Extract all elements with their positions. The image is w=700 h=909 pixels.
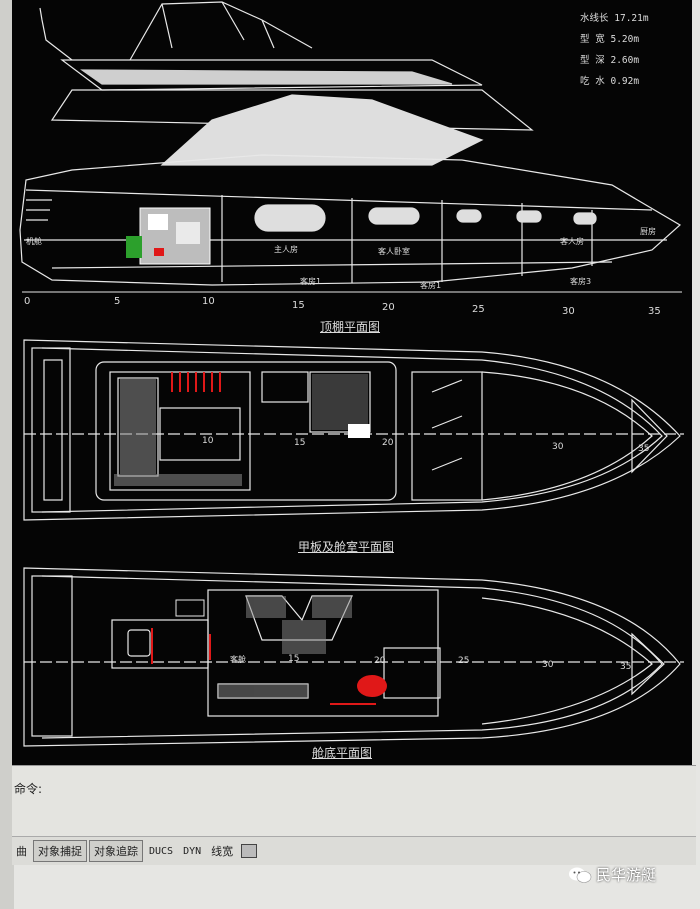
status-toggle-dyn[interactable]: DYN <box>183 845 202 857</box>
command-line-area[interactable]: 命令: <box>12 765 696 836</box>
radar-arch <box>129 1 313 61</box>
status-toggle-otrack[interactable]: 对象追踪 <box>89 840 143 862</box>
engine-block <box>126 207 211 265</box>
mast <box>39 7 73 61</box>
command-prompt: 命令: <box>14 782 43 796</box>
watermark-text: 民华游艇 <box>596 866 657 884</box>
hull-profile <box>19 154 682 286</box>
porthole-1 <box>254 204 326 232</box>
watermark: 民华游艇 <box>568 864 656 885</box>
status-toggle-ducs[interactable]: DUCS <box>149 845 174 857</box>
deck-hull-outline <box>23 339 681 521</box>
monitor-bezel <box>0 0 14 909</box>
porthole-4 <box>516 210 542 223</box>
cad-drawing-canvas[interactable]: 水线长 17.21m 型 宽 5.20m 型 深 2.60m 吃 水 0.92m… <box>12 0 692 765</box>
spec-row: 型 宽 5.20m <box>580 34 640 45</box>
flybridge-roof <box>60 59 483 91</box>
status-toggle-ortho[interactable]: 曲 <box>16 845 27 858</box>
spec-row: 吃 水 0.92m <box>580 76 640 87</box>
cabin-windshield <box>160 94 484 166</box>
model-space-icon[interactable] <box>241 844 258 858</box>
status-toggle-lineweight[interactable]: 线宽 <box>211 845 234 858</box>
status-bar: 曲 对象捕捉 对象追踪 DUCS DYN 线宽 <box>12 836 696 865</box>
spec-table: 水线长 17.21m 型 宽 5.20m 型 深 2.60m 吃 水 0.92m <box>580 8 692 92</box>
porthole-2 <box>368 207 420 225</box>
porthole-5 <box>573 212 597 225</box>
spec-row: 水线长 17.21m <box>580 13 649 24</box>
porthole-3 <box>456 209 482 223</box>
status-toggle-osnap[interactable]: 对象捕捉 <box>33 840 87 862</box>
flybridge-band <box>80 69 453 85</box>
yacht-drawing-svg <box>19 1 684 747</box>
spec-row: 型 深 2.60m <box>580 55 640 66</box>
hull-plan-outline <box>23 567 681 747</box>
deck-console <box>348 424 370 438</box>
flybridge-deck <box>50 89 534 131</box>
wechat-icon <box>569 867 592 883</box>
